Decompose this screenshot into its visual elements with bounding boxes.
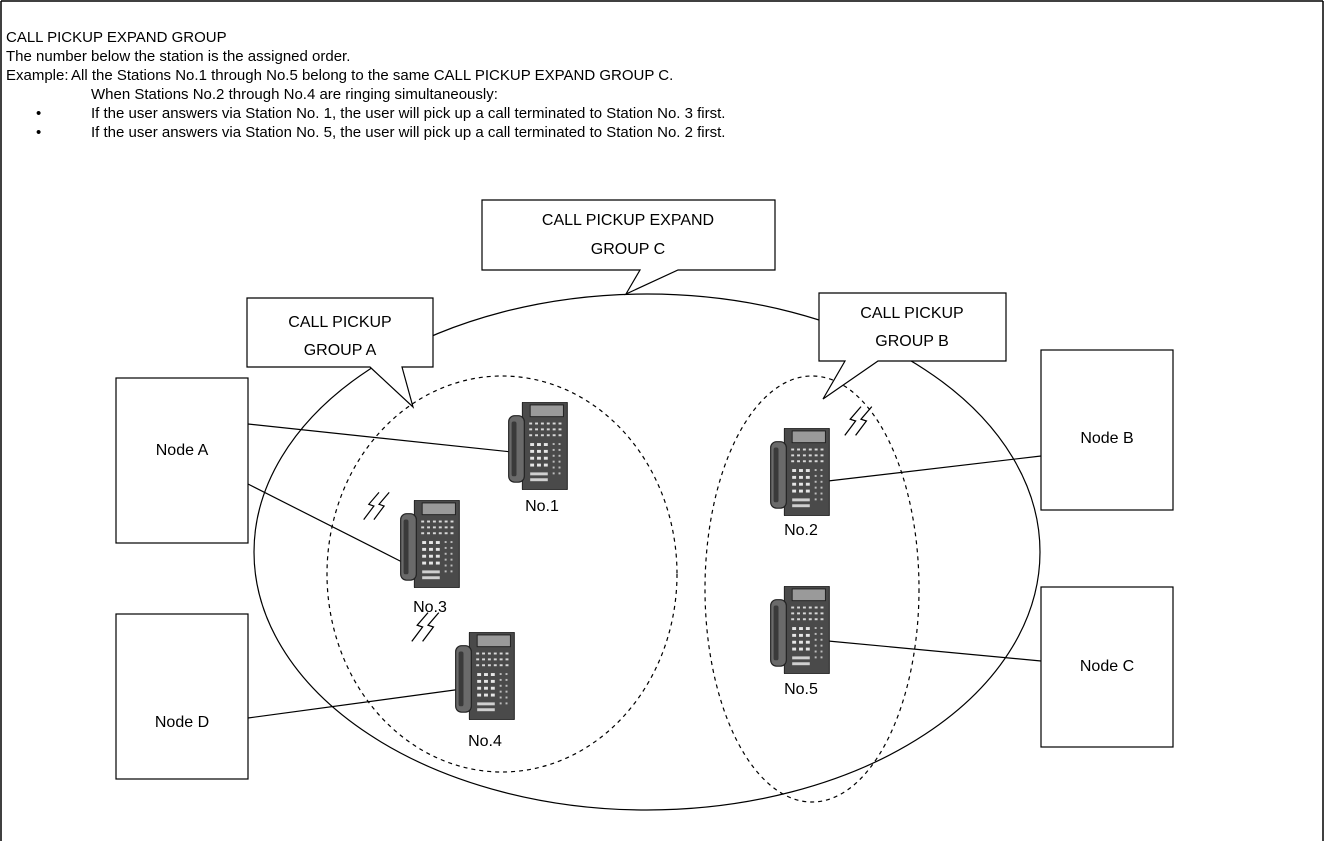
link-node-a-no1	[247, 423, 513, 453]
callout-group-b-line1: CALL PICKUP	[860, 305, 963, 322]
link-node-a-no3	[247, 483, 405, 564]
bullet-text-1: If the user answers via Station No. 1, t…	[91, 105, 726, 122]
example-line-2: When Stations No.2 through No.4 are ring…	[91, 86, 498, 103]
callout-group-a: CALL PICKUP GROUP A	[246, 297, 434, 409]
node-a: Node A	[115, 377, 249, 544]
node-c: Node C	[1040, 586, 1174, 748]
callout-expand-group-c: CALL PICKUP EXPAND GROUP C	[481, 199, 776, 296]
node-c-label: Node C	[1080, 658, 1134, 675]
node-a-label: Node A	[156, 442, 209, 459]
example-prefix: Example:	[6, 67, 69, 84]
station-no4: No.4	[455, 632, 515, 750]
station-no2-label: No.2	[784, 522, 818, 539]
bullet-marker-2: •	[36, 124, 42, 141]
callout-group-b: CALL PICKUP GROUP B	[818, 292, 1007, 400]
station-no3: No.3	[400, 500, 460, 616]
station-no1: No.1	[508, 402, 568, 515]
ringing-icon-no2	[844, 405, 873, 437]
telephone-icon	[455, 632, 515, 720]
station-no2: No.2	[770, 428, 830, 539]
node-b-label: Node B	[1080, 430, 1133, 447]
link-node-c-no5	[827, 640, 1042, 662]
group-a-ellipse	[326, 375, 678, 773]
ringing-icon-no4	[411, 611, 440, 643]
telephone-icon	[770, 428, 830, 516]
group-b-ellipse	[704, 375, 920, 803]
node-d-label: Node D	[155, 714, 209, 731]
expand-group-c-ellipse	[253, 293, 1041, 811]
station-no3-label: No.3	[413, 599, 447, 616]
link-node-b-no2	[827, 455, 1042, 482]
callout-group-a-line1: CALL PICKUP	[288, 314, 391, 331]
ringing-icon-no3	[362, 491, 390, 521]
station-no5: No.5	[770, 586, 830, 698]
example-line-1: All the Stations No.1 through No.5 belon…	[71, 67, 674, 84]
telephone-icon	[400, 500, 460, 588]
order-note: The number below the station is the assi…	[6, 48, 351, 65]
bullet-text-2: If the user answers via Station No. 5, t…	[91, 124, 726, 141]
node-b: Node B	[1040, 349, 1174, 511]
telephone-icon	[508, 402, 568, 490]
bullet-marker-1: •	[36, 105, 42, 122]
node-d: Node D	[115, 613, 249, 780]
telephone-icon	[770, 586, 830, 674]
callout-expand-line1: CALL PICKUP EXPAND	[542, 212, 714, 229]
callout-expand-line2: GROUP C	[591, 241, 665, 258]
link-node-d-no4	[247, 688, 463, 719]
station-no4-label: No.4	[468, 733, 502, 750]
station-no5-label: No.5	[784, 681, 818, 698]
page-title: CALL PICKUP EXPAND GROUP	[6, 29, 227, 46]
station-no1-label: No.1	[525, 498, 559, 515]
callout-group-b-line2: GROUP B	[875, 333, 949, 350]
callout-group-a-line2: GROUP A	[304, 342, 377, 359]
